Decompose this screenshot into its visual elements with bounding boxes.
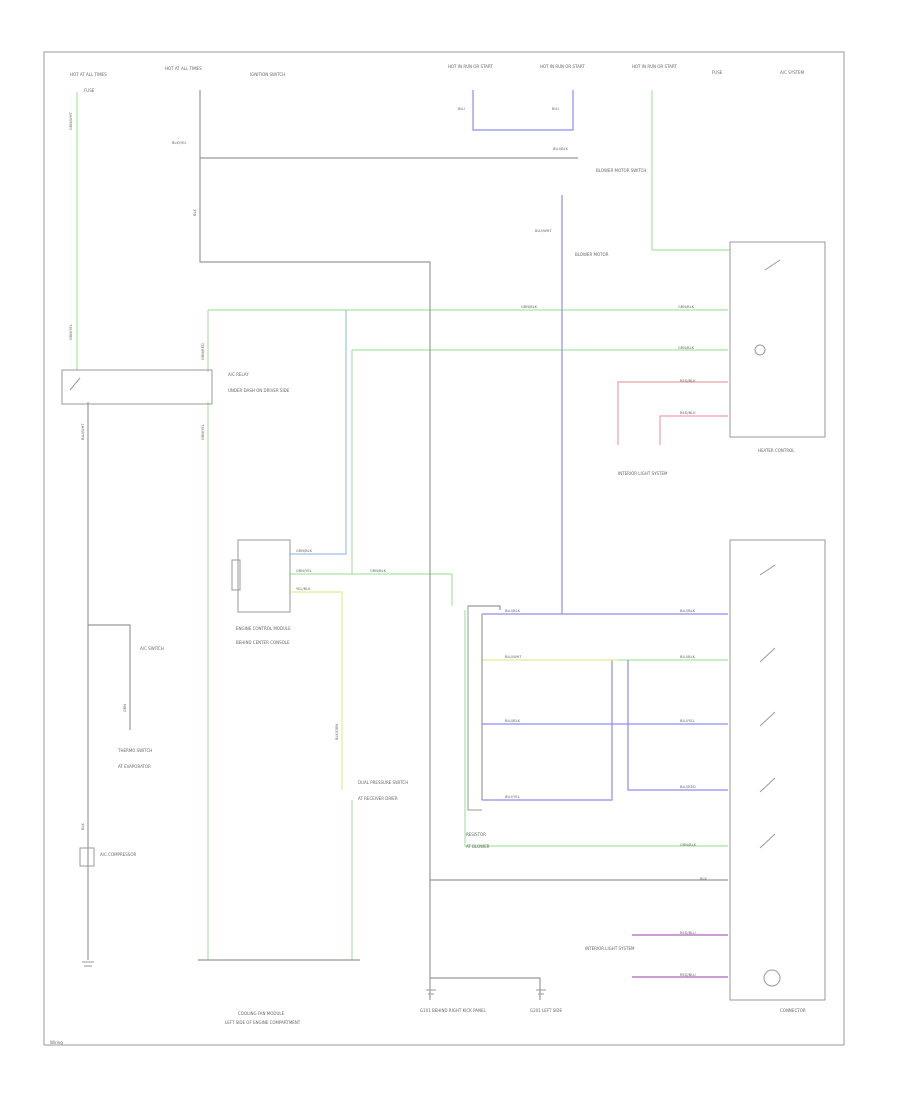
- label-resistor: RESISTOR: [466, 832, 486, 837]
- wire-label: BLK: [700, 877, 707, 881]
- wire-label: BLU/YEL: [505, 795, 520, 799]
- wire-label: GRN/BLK: [680, 843, 697, 847]
- ac-relay-box: [61, 369, 213, 405]
- label-resistor-note: AT BLOWER: [466, 844, 490, 849]
- label-ac-switch: A/C SWITCH: [140, 646, 164, 651]
- blower-motor-icon: [763, 969, 781, 987]
- wire-label: BLK/GRN: [335, 724, 339, 740]
- wire-blue-r4: [482, 660, 613, 801]
- label-ac-relay-note: UNDER DASH ON DRIVER SIDE: [228, 388, 290, 393]
- wire-blue-r4b: [627, 660, 728, 791]
- wire-green-ecm: [290, 573, 453, 606]
- wire-label: BLU: [458, 107, 465, 111]
- wire-label: BLU/WHT: [81, 423, 85, 440]
- wire-label: GRN/YEL: [69, 324, 73, 340]
- wire-label: GRN: [123, 704, 127, 712]
- label-ac-relay: A/C RELAY: [228, 372, 249, 377]
- wire-label: BLK: [193, 209, 197, 216]
- wire-black-ign: [199, 90, 431, 1000]
- wire-label: GRN/BLK: [296, 549, 313, 553]
- wire-label: BLU/RED: [680, 785, 696, 789]
- wire-black-g201: [430, 977, 541, 1000]
- label-heater-ctrl: HEATER CONTROL: [758, 448, 795, 453]
- label-fuse1-sub: FUSE: [84, 88, 95, 93]
- label-dual-pressure-note: AT RECEIVER DRIER: [358, 796, 398, 801]
- wire-label: BLU/WHT: [505, 655, 522, 659]
- wire-red-2: [659, 415, 728, 445]
- heater-control-box: [729, 241, 826, 438]
- wire-label: GRN/BLK: [678, 305, 695, 309]
- wire-label: BLK: [81, 823, 85, 830]
- label-fuse-right-sub: FUSE: [712, 70, 723, 75]
- ground-symbol-2: [536, 989, 546, 995]
- ecm-box: [237, 539, 291, 613]
- wire-label: RED/BLU: [680, 931, 696, 935]
- wire-label: BLU/WHT: [535, 229, 552, 233]
- label-fuse-right: HOT IN RUN OR START: [632, 64, 677, 69]
- label-interior1: INTERIOR LIGHT SYSTEM: [618, 471, 668, 476]
- wire-label: BLK/YEL: [172, 141, 187, 145]
- label-ecm: ENGINE CONTROL MODULE: [236, 626, 291, 631]
- wire-label: GRN/RED: [201, 343, 205, 360]
- wire-blue-top: [472, 90, 574, 131]
- wire-label: GRN/YEL: [201, 424, 205, 440]
- wire-label: GRN/YEL: [296, 569, 312, 573]
- wire-label: RED/BLK: [680, 411, 696, 415]
- label-dual-pressure: DUAL PRESSURE SWITCH: [358, 780, 408, 785]
- label-fuse1: HOT AT ALL TIMES: [70, 72, 107, 77]
- wire-label: BLU: [552, 107, 559, 111]
- wire-label: BLU/BLK: [505, 719, 521, 723]
- label-thermo: THERMO SWITCH: [117, 748, 152, 753]
- label-cooling-fan: COOLING FAN MODULE: [238, 1011, 285, 1016]
- label-ign-switch: IGNITION SWITCH: [250, 72, 285, 77]
- wire-label: YEL/BLK: [296, 587, 311, 591]
- ac-comp-box: [79, 847, 95, 867]
- label-interior2: INTERIOR LIGHT SYSTEM: [585, 946, 635, 951]
- wire-label: BLU/YEL: [680, 719, 695, 723]
- wire-label: GRN/BLK: [521, 305, 538, 309]
- ground-symbol-3: [82, 961, 94, 967]
- resistor-frame: [467, 605, 482, 811]
- label-ign-top: HOT AT ALL TIMES: [165, 66, 202, 71]
- label-thermo-note: AT EVAPORATOR: [118, 764, 151, 769]
- wire-label: GRN/BLK: [678, 346, 695, 350]
- ac-relay-switch-icon: [69, 377, 81, 391]
- wire-label: BLU/BLK: [505, 609, 521, 613]
- label-blower-sw: BLOWER MOTOR SWITCH: [596, 168, 646, 173]
- wire-red-1: [617, 381, 728, 445]
- label-cooling-fan-note: LEFT SIDE OF ENGINE COMPARTMENT: [225, 1020, 301, 1025]
- diagram-frame: [43, 51, 845, 1046]
- wire-green-right: [651, 90, 730, 251]
- label-blower-motor: BLOWER MOTOR: [575, 252, 609, 257]
- wire-black-acsw: [88, 624, 131, 730]
- ground-symbol-1: [426, 989, 436, 995]
- wire-lightblue-ecm: [290, 310, 347, 555]
- label-ground1: G101 BEHIND RIGHT KICK PANEL: [420, 1008, 486, 1013]
- wire-label: BLU/BLK: [680, 609, 696, 613]
- wire-label: GRN/BLK: [370, 569, 387, 573]
- heater-lamp-icon: [754, 344, 766, 356]
- label-right-conn-bot: CONNECTOR: [780, 1008, 806, 1013]
- label-footer: Wiring: [50, 1040, 63, 1045]
- label-ecm-note: BEHIND CENTER CONSOLE: [236, 640, 290, 645]
- wire-yellow-ecm: [290, 591, 343, 790]
- label-top-right: A/C SYSTEM: [780, 70, 805, 75]
- wire-label: BLU/BLK: [680, 655, 696, 659]
- wire-label: GRN/WHT: [69, 112, 73, 130]
- blower-switch-box: [729, 539, 826, 1001]
- wire-green-resistor-bottom: [464, 610, 728, 847]
- label-ac-comp: A/C COMPRESSOR: [100, 852, 136, 857]
- wire-label: RED/BLK: [680, 379, 696, 383]
- label-fuse-mid1: HOT IN RUN OR START: [448, 64, 493, 69]
- switch-contact-top: [759, 259, 781, 576]
- ecm-inner: [231, 559, 241, 591]
- wire-label: BLU/BLK: [553, 147, 569, 151]
- label-ground2: G201 LEFT SIDE: [530, 1008, 563, 1013]
- label-fuse-mid2: HOT IN RUN OR START: [540, 64, 585, 69]
- switch-contact-1: [759, 647, 776, 849]
- wire-label: RED/BLU: [680, 973, 696, 977]
- wire-black-resistor-box: [468, 605, 501, 610]
